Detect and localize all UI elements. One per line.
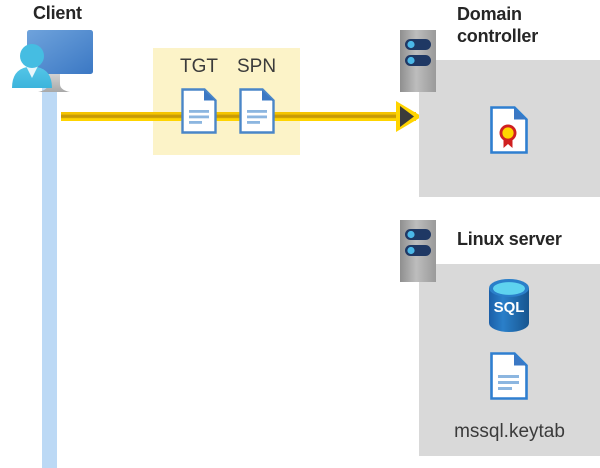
keytab-file-icon: [490, 352, 528, 400]
document-icon: [239, 88, 275, 134]
domain-controller-title-line2: controller: [457, 26, 539, 46]
client-lifeline: [42, 60, 57, 468]
certificate-icon: [490, 106, 528, 154]
sql-icon-text: SQL: [494, 299, 525, 316]
linux-server-title: Linux server: [457, 229, 562, 249]
client-title: Client: [33, 3, 82, 23]
message-arrow-head: [396, 101, 422, 132]
sql-database-icon: SQL: [487, 279, 531, 332]
user-monitor-icon: [6, 26, 102, 98]
document-icon: [181, 88, 217, 134]
server-icon: [400, 220, 436, 282]
domain-controller-title: Domain controller: [457, 3, 597, 47]
domain-controller-title-line1: Domain: [457, 4, 522, 24]
keytab-filename-label: mssql.keytab: [454, 421, 565, 442]
message-arrow-line: [61, 112, 416, 121]
tgt-label: TGT: [180, 56, 218, 77]
message-highlight-box: [153, 48, 300, 155]
server-icon: [400, 30, 436, 92]
spn-label: SPN: [237, 56, 277, 77]
